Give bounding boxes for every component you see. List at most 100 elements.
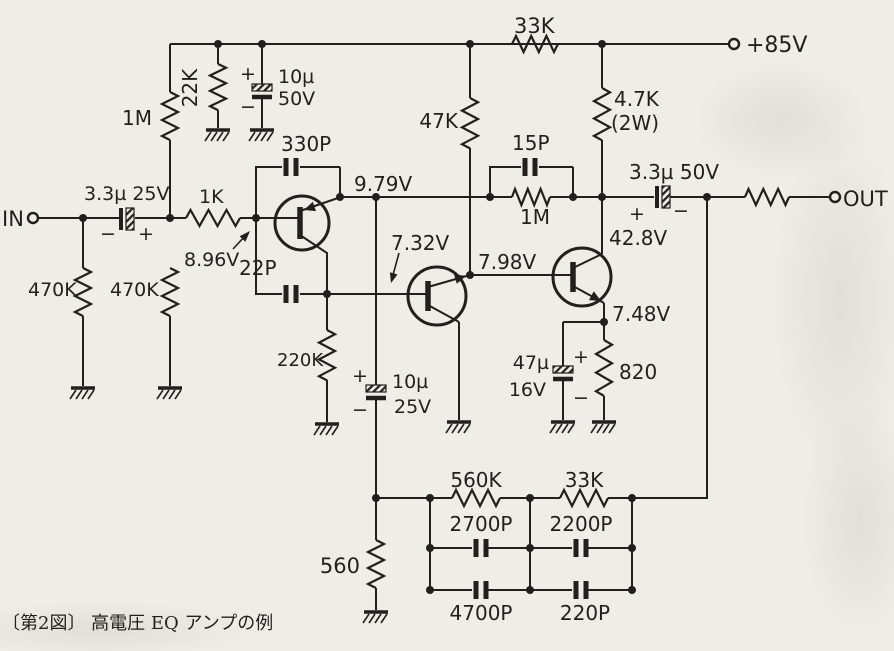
junction-dots bbox=[79, 40, 711, 594]
v-t1-top-label: 9.79V bbox=[354, 172, 413, 196]
v-t2-top-label: 7.98V bbox=[478, 250, 537, 274]
c47u-volt-label: 16V bbox=[509, 379, 546, 401]
c10a-volt-label: 50V bbox=[278, 88, 315, 110]
r47k-label: 47K bbox=[419, 109, 458, 133]
labels: IN +85V OUT 3.3µ 25V − + 470K 470K 1M 22… bbox=[2, 14, 888, 625]
wire-47u bbox=[562, 321, 604, 420]
resistors bbox=[72, 33, 791, 589]
ground-470k-in bbox=[68, 386, 97, 401]
resistor-470k-input bbox=[72, 267, 94, 317]
r4k7-watt-label: (2W) bbox=[611, 111, 659, 135]
c-in-minus: − bbox=[100, 223, 116, 245]
r33k-rail-label: 33K bbox=[514, 14, 556, 38]
wire-feedback-drop bbox=[632, 197, 708, 499]
c2700p-label: 2700P bbox=[450, 512, 513, 536]
transistors bbox=[273, 194, 613, 327]
resistor-1m-fb bbox=[510, 185, 552, 209]
ground-22k bbox=[203, 128, 232, 143]
c15p-label: 15P bbox=[512, 131, 550, 155]
c4700p-label: 4700P bbox=[450, 601, 513, 625]
v-t3-emit-label: 7.48V bbox=[612, 302, 671, 326]
q1-emitter-arrow bbox=[304, 201, 316, 212]
input-terminal bbox=[26, 211, 40, 225]
resistor-1k bbox=[185, 207, 241, 229]
resistor-out bbox=[743, 186, 791, 208]
capacitor-2200p bbox=[573, 539, 589, 557]
c220p-label: 220P bbox=[560, 601, 610, 625]
capacitor-15p bbox=[522, 158, 538, 176]
capacitor-10u-25v bbox=[365, 384, 387, 401]
v-t2-label: 7.32V bbox=[391, 231, 450, 255]
c-out-label: 3.3µ 50V bbox=[629, 160, 719, 184]
c47u-minus: − bbox=[573, 387, 589, 409]
ground-560 bbox=[361, 610, 390, 625]
output-terminal bbox=[828, 190, 842, 204]
r1k-label: 1K bbox=[199, 186, 224, 208]
r470k-in-label: 470K bbox=[28, 279, 77, 301]
resistor-560k bbox=[451, 487, 501, 509]
resistor-1m-bias bbox=[159, 91, 181, 141]
ground-c10a bbox=[247, 128, 276, 143]
capacitor-10u-50v bbox=[251, 83, 273, 100]
v-t1-base-label: 8.96V bbox=[184, 249, 239, 271]
c-out-plus: + bbox=[629, 203, 645, 225]
c22p-label: 22P bbox=[239, 256, 277, 280]
ground-470k-bias bbox=[155, 386, 184, 401]
r220k-label: 220K bbox=[277, 350, 324, 371]
ground-820 bbox=[589, 420, 618, 435]
resistor-33k-rail bbox=[511, 33, 559, 55]
c10a-minus: − bbox=[240, 96, 256, 118]
capacitors bbox=[119, 83, 671, 599]
c10a-plus: + bbox=[240, 63, 256, 85]
c2200p-label: 2200P bbox=[550, 512, 613, 536]
ground-47u bbox=[548, 420, 577, 435]
resistor-820 bbox=[593, 339, 615, 397]
capacitor-22p bbox=[283, 285, 299, 303]
resistor-22k bbox=[207, 63, 229, 112]
capacitor-4700p bbox=[473, 581, 489, 599]
c10b-minus: − bbox=[352, 399, 368, 421]
c10b-volt-label: 25V bbox=[394, 396, 431, 418]
r560k-label: 560K bbox=[450, 468, 502, 492]
c330p-label: 330P bbox=[281, 132, 331, 156]
c47u-val-label: 47µ bbox=[513, 352, 549, 374]
c-in-label: 3.3µ 25V bbox=[84, 183, 170, 205]
figure-caption: 〔第2図〕 高電圧 EQ アンプの例 bbox=[2, 613, 273, 634]
r22k-label: 22K bbox=[178, 68, 202, 107]
capacitor-330p bbox=[283, 158, 299, 176]
c10b-val-label: 10µ bbox=[392, 371, 428, 393]
supply-terminal bbox=[727, 37, 741, 51]
resistor-470k-bias bbox=[159, 267, 181, 317]
input-label: IN bbox=[2, 207, 24, 231]
q2-arrow bbox=[454, 274, 466, 284]
c-out-minus: − bbox=[673, 200, 689, 222]
c10a-val-label: 10µ bbox=[278, 66, 314, 88]
capacitor-220p bbox=[573, 581, 589, 599]
r470k-bias-label: 470K bbox=[110, 279, 159, 301]
resistor-33k-fb bbox=[559, 487, 609, 509]
arrow-732v bbox=[392, 252, 400, 276]
resistor-220k bbox=[316, 329, 338, 382]
wire-22p bbox=[255, 218, 428, 295]
wire-15p bbox=[489, 166, 574, 197]
c47u-plus: + bbox=[573, 346, 589, 368]
capacitor-2700p bbox=[473, 539, 489, 557]
r1m-bias-label: 1M bbox=[122, 106, 152, 130]
supply-label: +85V bbox=[746, 33, 807, 58]
wire-330p bbox=[255, 166, 341, 218]
ground-q2 bbox=[444, 420, 473, 435]
resistor-4k7 bbox=[591, 87, 613, 142]
r560-label: 560 bbox=[320, 554, 360, 578]
capacitor-output-3u3 bbox=[655, 185, 671, 209]
output-label: OUT bbox=[843, 187, 888, 211]
transistor-q3 bbox=[551, 246, 613, 308]
c10b-plus: + bbox=[352, 365, 368, 387]
capacitor-47u-16v bbox=[552, 365, 574, 382]
c-in-plus: + bbox=[138, 223, 154, 245]
q3-emitter-arrow bbox=[589, 291, 601, 301]
r4k7-label: 4.7K bbox=[614, 87, 660, 111]
ground-220k bbox=[312, 422, 341, 437]
paper-texture bbox=[0, 60, 894, 651]
r33k-fb-label: 33K bbox=[565, 468, 604, 492]
